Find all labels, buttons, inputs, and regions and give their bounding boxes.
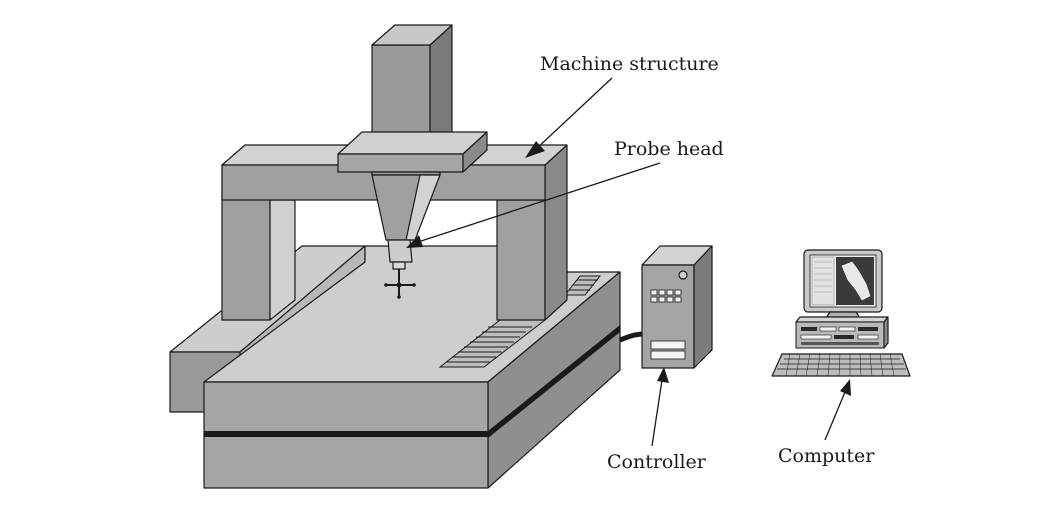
right-leg-front (496, 199, 546, 321)
screen-part-shape (841, 261, 871, 301)
probe-tip-body (392, 261, 406, 270)
label-controller: Controller (607, 451, 707, 473)
label-machine-structure: Machine structure (540, 53, 719, 75)
screen-sidebar (811, 256, 835, 306)
z-ram-assembly (337, 24, 488, 299)
controller-drive-slot-2 (650, 350, 686, 360)
carriage-top (337, 131, 488, 155)
carriage-front (337, 153, 464, 173)
z-ram-top (371, 24, 453, 46)
callout-machine-structure: Machine structure (525, 53, 719, 158)
label-computer: Computer (778, 445, 875, 467)
pc-case-top (795, 316, 889, 323)
base-stripe-side (488, 325, 620, 438)
right-leg-side (544, 144, 568, 321)
probe-neck (387, 239, 413, 263)
base-stripe-front (204, 431, 488, 437)
computer-unit (771, 249, 911, 377)
callout-computer: Computer (778, 379, 875, 467)
label-probe-head: Probe head (614, 138, 724, 160)
controller-buttons (650, 289, 682, 303)
carriage-side (462, 131, 488, 173)
controller-power-knob (678, 270, 688, 280)
keyboard (771, 353, 911, 377)
callout-controller: Controller (607, 367, 707, 473)
controller-side (693, 245, 713, 369)
controller-unit (641, 245, 713, 369)
pc-case-side (883, 316, 889, 349)
controller-drive-slot-1 (650, 340, 686, 350)
machine-base (169, 245, 621, 489)
left-leg-side (269, 199, 296, 321)
callout-probe-head: Probe head (406, 138, 724, 248)
controller-cable (619, 331, 645, 343)
probe-stylus-ball (396, 282, 402, 288)
